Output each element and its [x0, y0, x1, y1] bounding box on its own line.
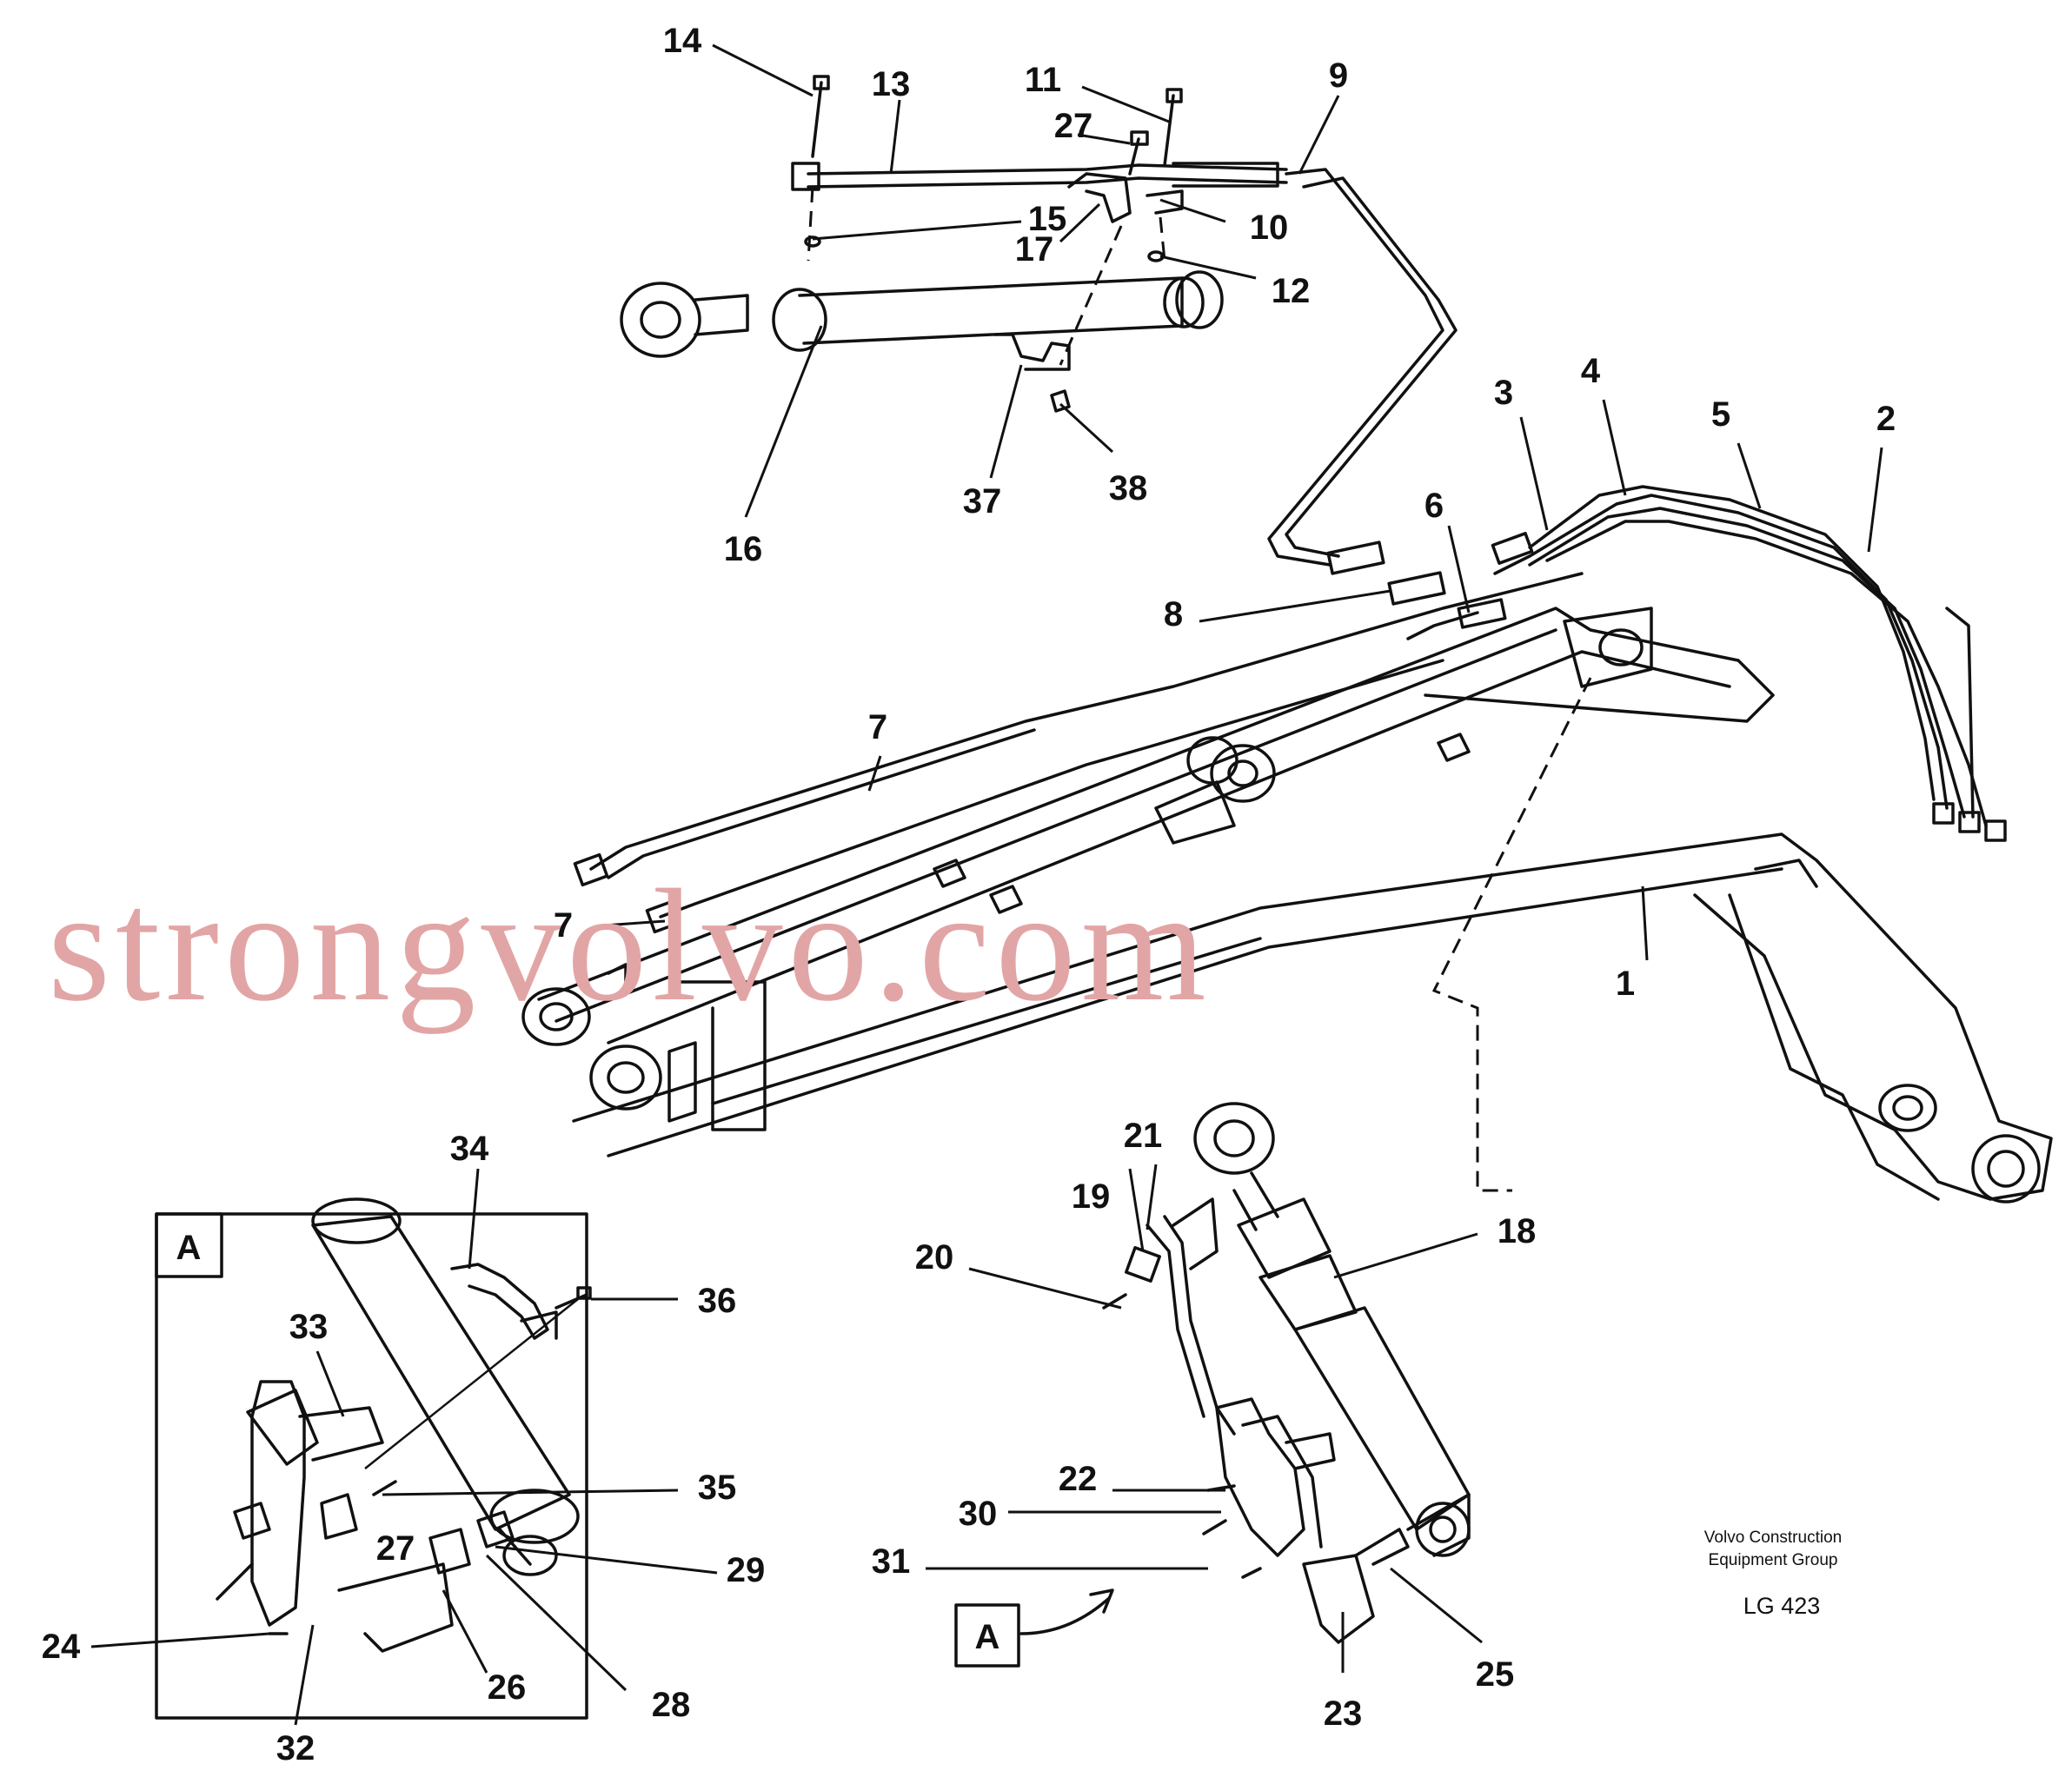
view-marker-a-detail: A [176, 1229, 202, 1267]
callout-3: 3 [1494, 374, 1513, 412]
callout-37: 37 [963, 482, 1002, 521]
leader-lines [90, 43, 1883, 1726]
callout-30: 30 [959, 1495, 998, 1533]
callout-16: 16 [724, 530, 763, 568]
pipe-routing [573, 168, 2007, 934]
callout-2: 2 [1876, 400, 1896, 438]
drawing-code: LG 423 [1743, 1593, 1821, 1619]
watermark-text: strongvolvo.com [48, 857, 1212, 1035]
callout-5: 5 [1711, 395, 1730, 434]
callout-13: 13 [872, 65, 911, 103]
view-marker-a-pointer: A [975, 1618, 1000, 1656]
callout-27-top: 27 [1054, 107, 1093, 145]
callout-32: 32 [276, 1729, 315, 1767]
callout-7-upper: 7 [868, 708, 887, 746]
callout-10: 10 [1250, 209, 1289, 247]
callout-38: 38 [1109, 469, 1148, 507]
callout-17: 17 [1015, 230, 1054, 269]
callout-35: 35 [698, 1469, 737, 1507]
callout-27-detail: 27 [376, 1529, 415, 1568]
callout-33: 33 [289, 1308, 329, 1346]
callout-24: 24 [42, 1628, 81, 1666]
callout-20: 20 [915, 1238, 954, 1277]
callout-23: 23 [1324, 1694, 1363, 1733]
callout-7-lower: 7 [554, 906, 573, 945]
credit-line-2: Equipment Group [1709, 1551, 1838, 1569]
callout-12: 12 [1272, 272, 1311, 310]
callout-8: 8 [1164, 595, 1183, 633]
callout-31: 31 [872, 1542, 911, 1581]
callout-22: 22 [1059, 1460, 1098, 1498]
boom-cylinder-assembly [1102, 1102, 1471, 1644]
callout-14: 14 [663, 22, 702, 60]
callout-9: 9 [1329, 56, 1348, 95]
callout-29: 29 [727, 1551, 766, 1589]
callout-15: 15 [1028, 200, 1067, 238]
callout-1: 1 [1616, 965, 1635, 1003]
view-a-pointer [954, 1588, 1114, 1668]
boom-assembly [521, 607, 2053, 1204]
callout-34: 34 [450, 1130, 489, 1168]
arm-cylinder-assembly [620, 75, 1288, 413]
callout-36: 36 [698, 1282, 737, 1320]
callout-18: 18 [1498, 1212, 1537, 1250]
callout-25: 25 [1476, 1655, 1515, 1694]
callout-labels: 1 2 3 4 5 6 7 7 8 9 10 11 12 13 14 15 16… [42, 22, 1896, 1767]
callout-19: 19 [1072, 1177, 1111, 1216]
callout-28: 28 [652, 1686, 691, 1724]
callout-11: 11 [1025, 61, 1061, 99]
callout-6: 6 [1424, 487, 1444, 525]
callout-4: 4 [1581, 352, 1601, 390]
detail-view-a [155, 1197, 592, 1720]
credit-line-1: Volvo Construction [1704, 1529, 1842, 1547]
callout-26: 26 [488, 1668, 527, 1707]
callout-21: 21 [1124, 1117, 1163, 1155]
